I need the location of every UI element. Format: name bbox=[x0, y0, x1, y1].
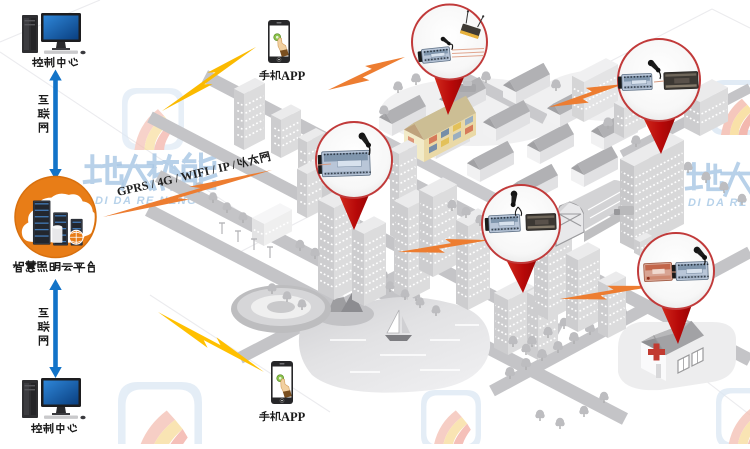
svg-text:APP: APP bbox=[281, 410, 306, 424]
svg-text:APP: APP bbox=[281, 69, 306, 83]
svg-text:DI DA RE: DI DA RE bbox=[688, 197, 748, 209]
